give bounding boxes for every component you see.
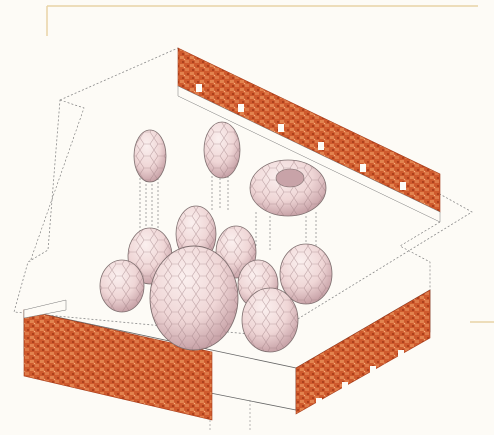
floating-form-ring <box>250 160 326 216</box>
right-brick-wall <box>296 290 430 414</box>
floating-form-left <box>134 130 166 182</box>
ground-form-large <box>150 246 238 350</box>
ground-form-front-right <box>242 288 298 352</box>
ground-form-left <box>100 260 144 312</box>
floating-form-center <box>204 122 240 178</box>
